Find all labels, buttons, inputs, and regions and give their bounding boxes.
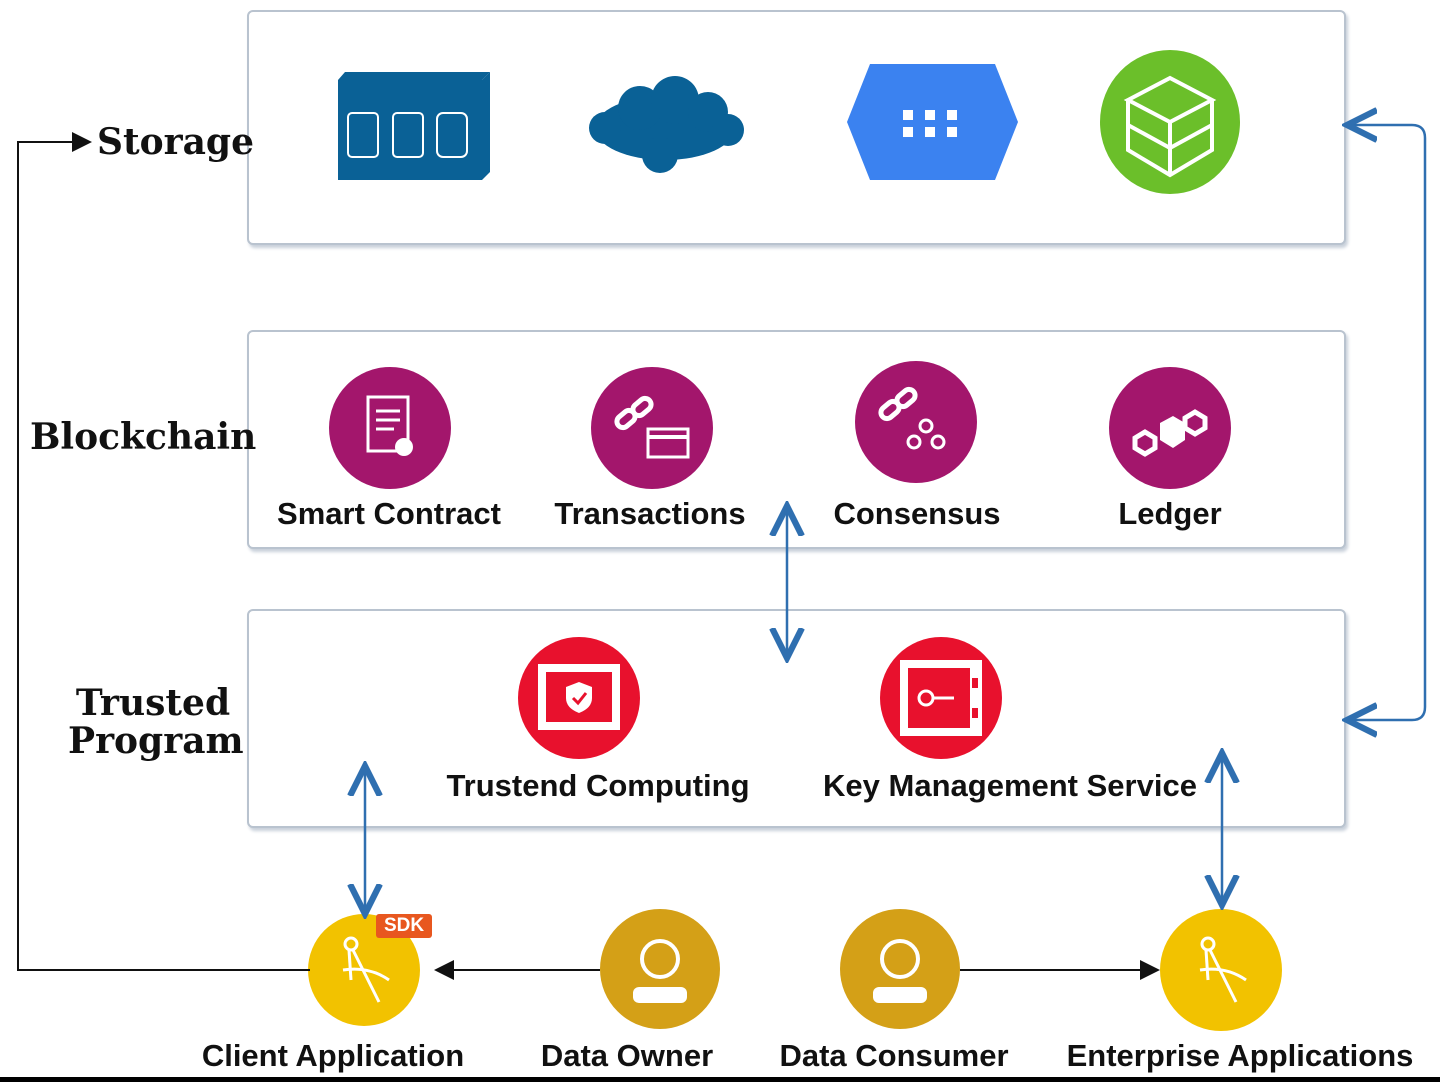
sdk-badge: SDK [376, 914, 432, 938]
storage-trusted-arrow [1347, 125, 1427, 720]
blockchain-item-label: Smart Contract [277, 496, 501, 531]
blockchain-item-label: Transactions [554, 496, 746, 531]
blockchain-item-label: Consensus [833, 496, 1001, 531]
client-to-storage-arrow [17, 132, 310, 971]
user-icon [600, 909, 720, 1029]
storage-label: Storage [97, 121, 255, 163]
blockchain-item-label: Ledger [1118, 496, 1222, 531]
chain-users-icon [855, 361, 977, 483]
compass-icon [1160, 909, 1282, 1031]
storage-array-icon [338, 72, 490, 180]
trusted-label-line1: Trusted [75, 682, 231, 724]
chain-card-icon [591, 367, 713, 489]
user-icon [840, 909, 960, 1029]
actor-label: Client Application [201, 1038, 465, 1073]
actor-label: Data Consumer [779, 1038, 1009, 1073]
linked-blocks-icon [1109, 367, 1231, 489]
secure-screen-icon [518, 637, 640, 759]
trusted-label-line2: Program [68, 720, 244, 762]
cloud-storage-hexagon-icon [847, 64, 1018, 180]
blockchain-label: Blockchain [30, 416, 257, 458]
actor-label: Enterprise Applications [1066, 1038, 1414, 1073]
trusted-item-label: Trustend Computing [446, 768, 750, 803]
brick-storage-icon [1100, 50, 1240, 194]
cloud-icon [589, 76, 744, 173]
bottom-border [0, 1077, 1440, 1082]
contract-certificate-icon [329, 367, 451, 489]
actor-label: Data Owner [540, 1038, 714, 1073]
key-safe-icon [880, 637, 1002, 759]
trusted-item-label: Key Management Service [823, 768, 1197, 803]
